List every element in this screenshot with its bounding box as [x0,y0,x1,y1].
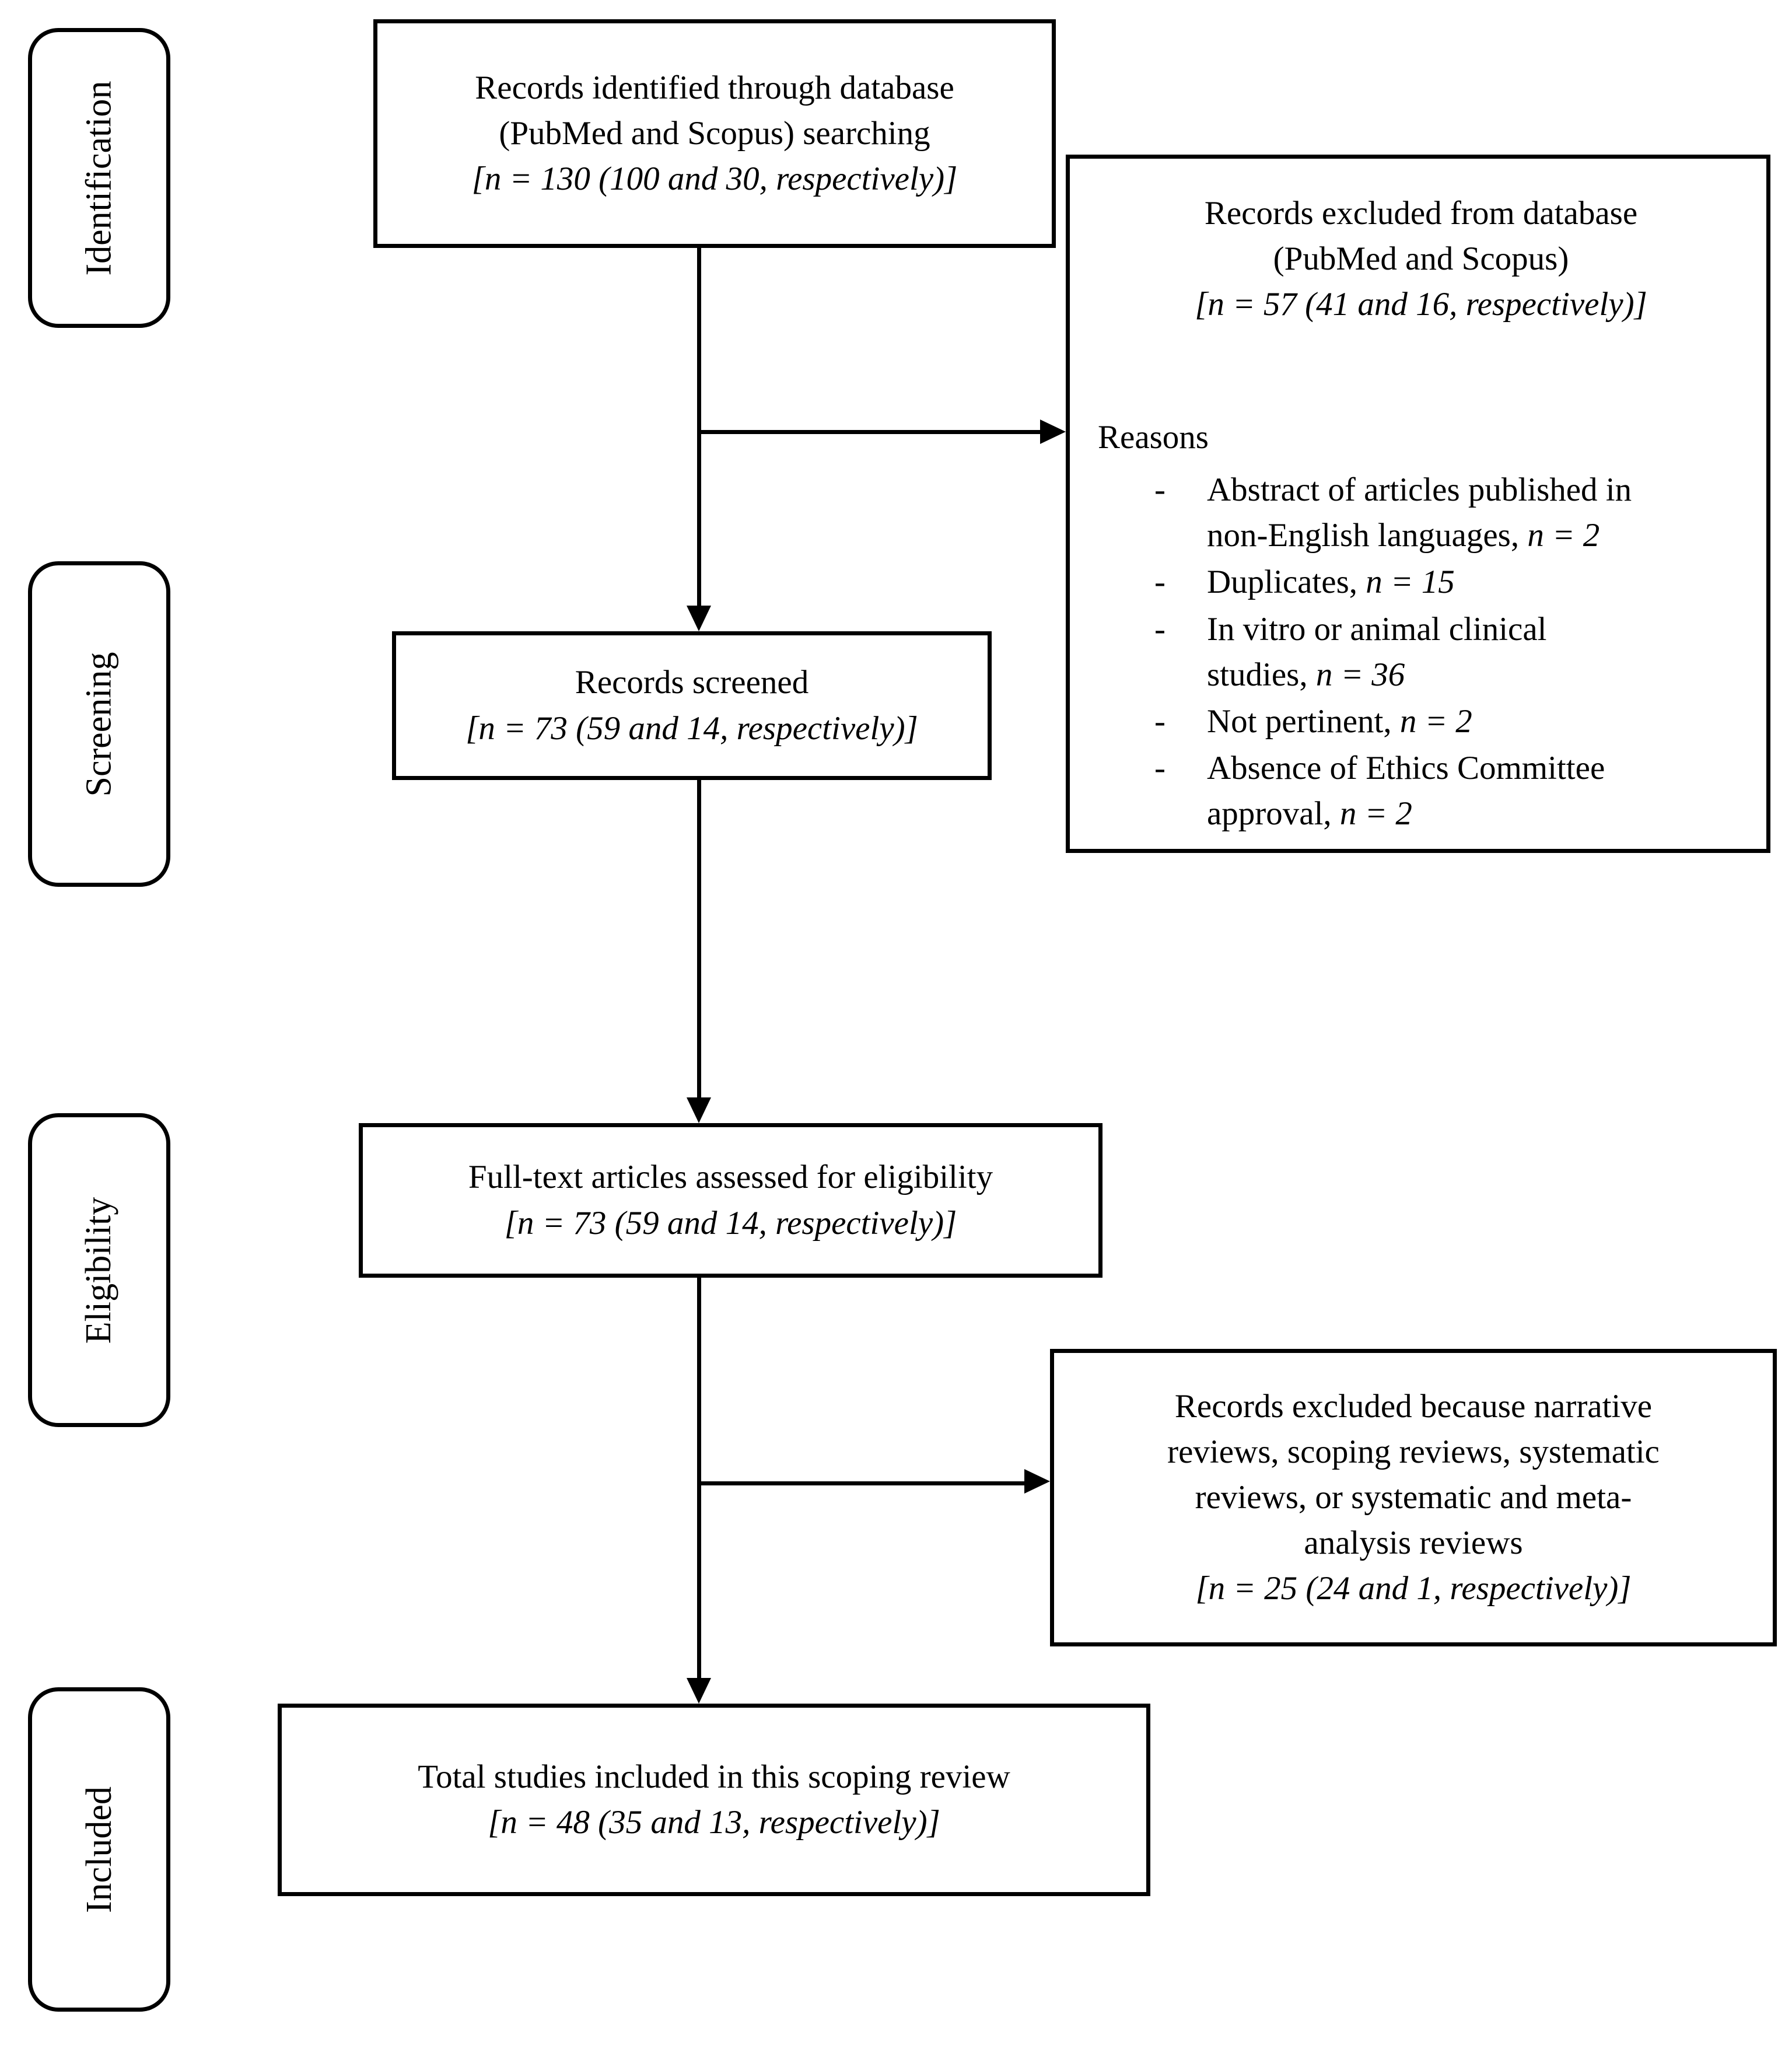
reason-item: - Duplicates, n = 15 [1154,560,1749,605]
reason-text: Abstract of articles published in non-En… [1207,471,1632,554]
box-total-included: Total studies included in this scoping r… [278,1704,1150,1896]
connector-fulltext-to-included [697,1278,701,1678]
stage-eligibility-label: Eligibility [79,1197,119,1344]
box-records-excluded-reviews: Records excluded because narrative revie… [1050,1349,1777,1646]
records-identified-text: Records identified through database (Pub… [475,69,954,152]
box-fulltext-assessed: Full-text articles assessed for eligibil… [359,1123,1102,1278]
bullet-dash: - [1154,610,1166,648]
records-screened-text: Records screened [575,664,809,701]
stage-screening-label: Screening [79,652,119,796]
box-records-screened: Records screened [n = 73 (59 and 14, res… [392,631,992,780]
reason-item: - In vitro or animal clinical studies, n… [1154,607,1749,698]
records-excluded-reviews-text: Records excluded because narrative revie… [1167,1387,1660,1562]
fulltext-assessed-count: [n = 73 (59 and 14, respectively)] [504,1204,957,1242]
stage-screening: Screening [28,561,170,887]
total-included-count: [n = 48 (35 and 13, respectively)] [488,1804,940,1841]
bullet-dash: - [1154,564,1166,601]
arrowhead-down-fulltext [687,1097,711,1123]
records-identified-count: [n = 130 (100 and 30, respectively)] [471,160,958,198]
records-excluded-reviews-count: [n = 25 (24 and 1, respectively)] [1195,1570,1632,1607]
reason-text: Absence of Ethics Committee approval, n … [1207,749,1605,832]
reasons-label: Reasons [1098,419,1209,456]
box-records-identified: Records identified through database (Pub… [373,19,1056,248]
reason-item: - Absence of Ethics Committee approval, … [1154,746,1749,837]
records-excluded-count: [n = 57 (41 and 16, respectively)] [1195,286,1647,323]
reason-text: In vitro or animal clinical studies, n =… [1207,610,1547,693]
bullet-dash: - [1154,471,1166,509]
stage-eligibility: Eligibility [28,1113,170,1427]
connector-screened-to-fulltext [697,780,701,1097]
reason-item: - Not pertinent, n = 2 [1154,699,1749,744]
reason-text: Not pertinent, n = 2 [1207,702,1472,740]
fulltext-assessed-text: Full-text articles assessed for eligibil… [468,1159,993,1196]
arrowhead-right-excluded-reviews [1024,1469,1050,1494]
arrowhead-right-excluded-database [1040,419,1066,444]
stage-included: Included [28,1687,170,2012]
arrowhead-down-screened [687,606,711,631]
records-excluded-text: Records excluded from database (PubMed a… [1204,195,1638,278]
reason-text: Duplicates, n = 15 [1207,564,1455,601]
arrowhead-down-included [687,1678,711,1704]
reason-item: - Abstract of articles published in non-… [1154,467,1749,558]
stage-identification-label: Identification [79,81,119,275]
connector-branch-excluded-database [697,430,1040,434]
bullet-dash: - [1154,749,1166,786]
connector-identified-to-screened [697,248,701,606]
bullet-dash: - [1154,702,1166,740]
connector-branch-excluded-reviews [697,1481,1024,1485]
records-screened-count: [n = 73 (59 and 14, respectively)] [466,709,918,747]
stage-identification: Identification [28,28,170,328]
stage-included-label: Included [79,1786,119,1913]
box-records-excluded-database: Records excluded from database (PubMed a… [1066,155,1770,853]
total-included-text: Total studies included in this scoping r… [418,1758,1010,1795]
